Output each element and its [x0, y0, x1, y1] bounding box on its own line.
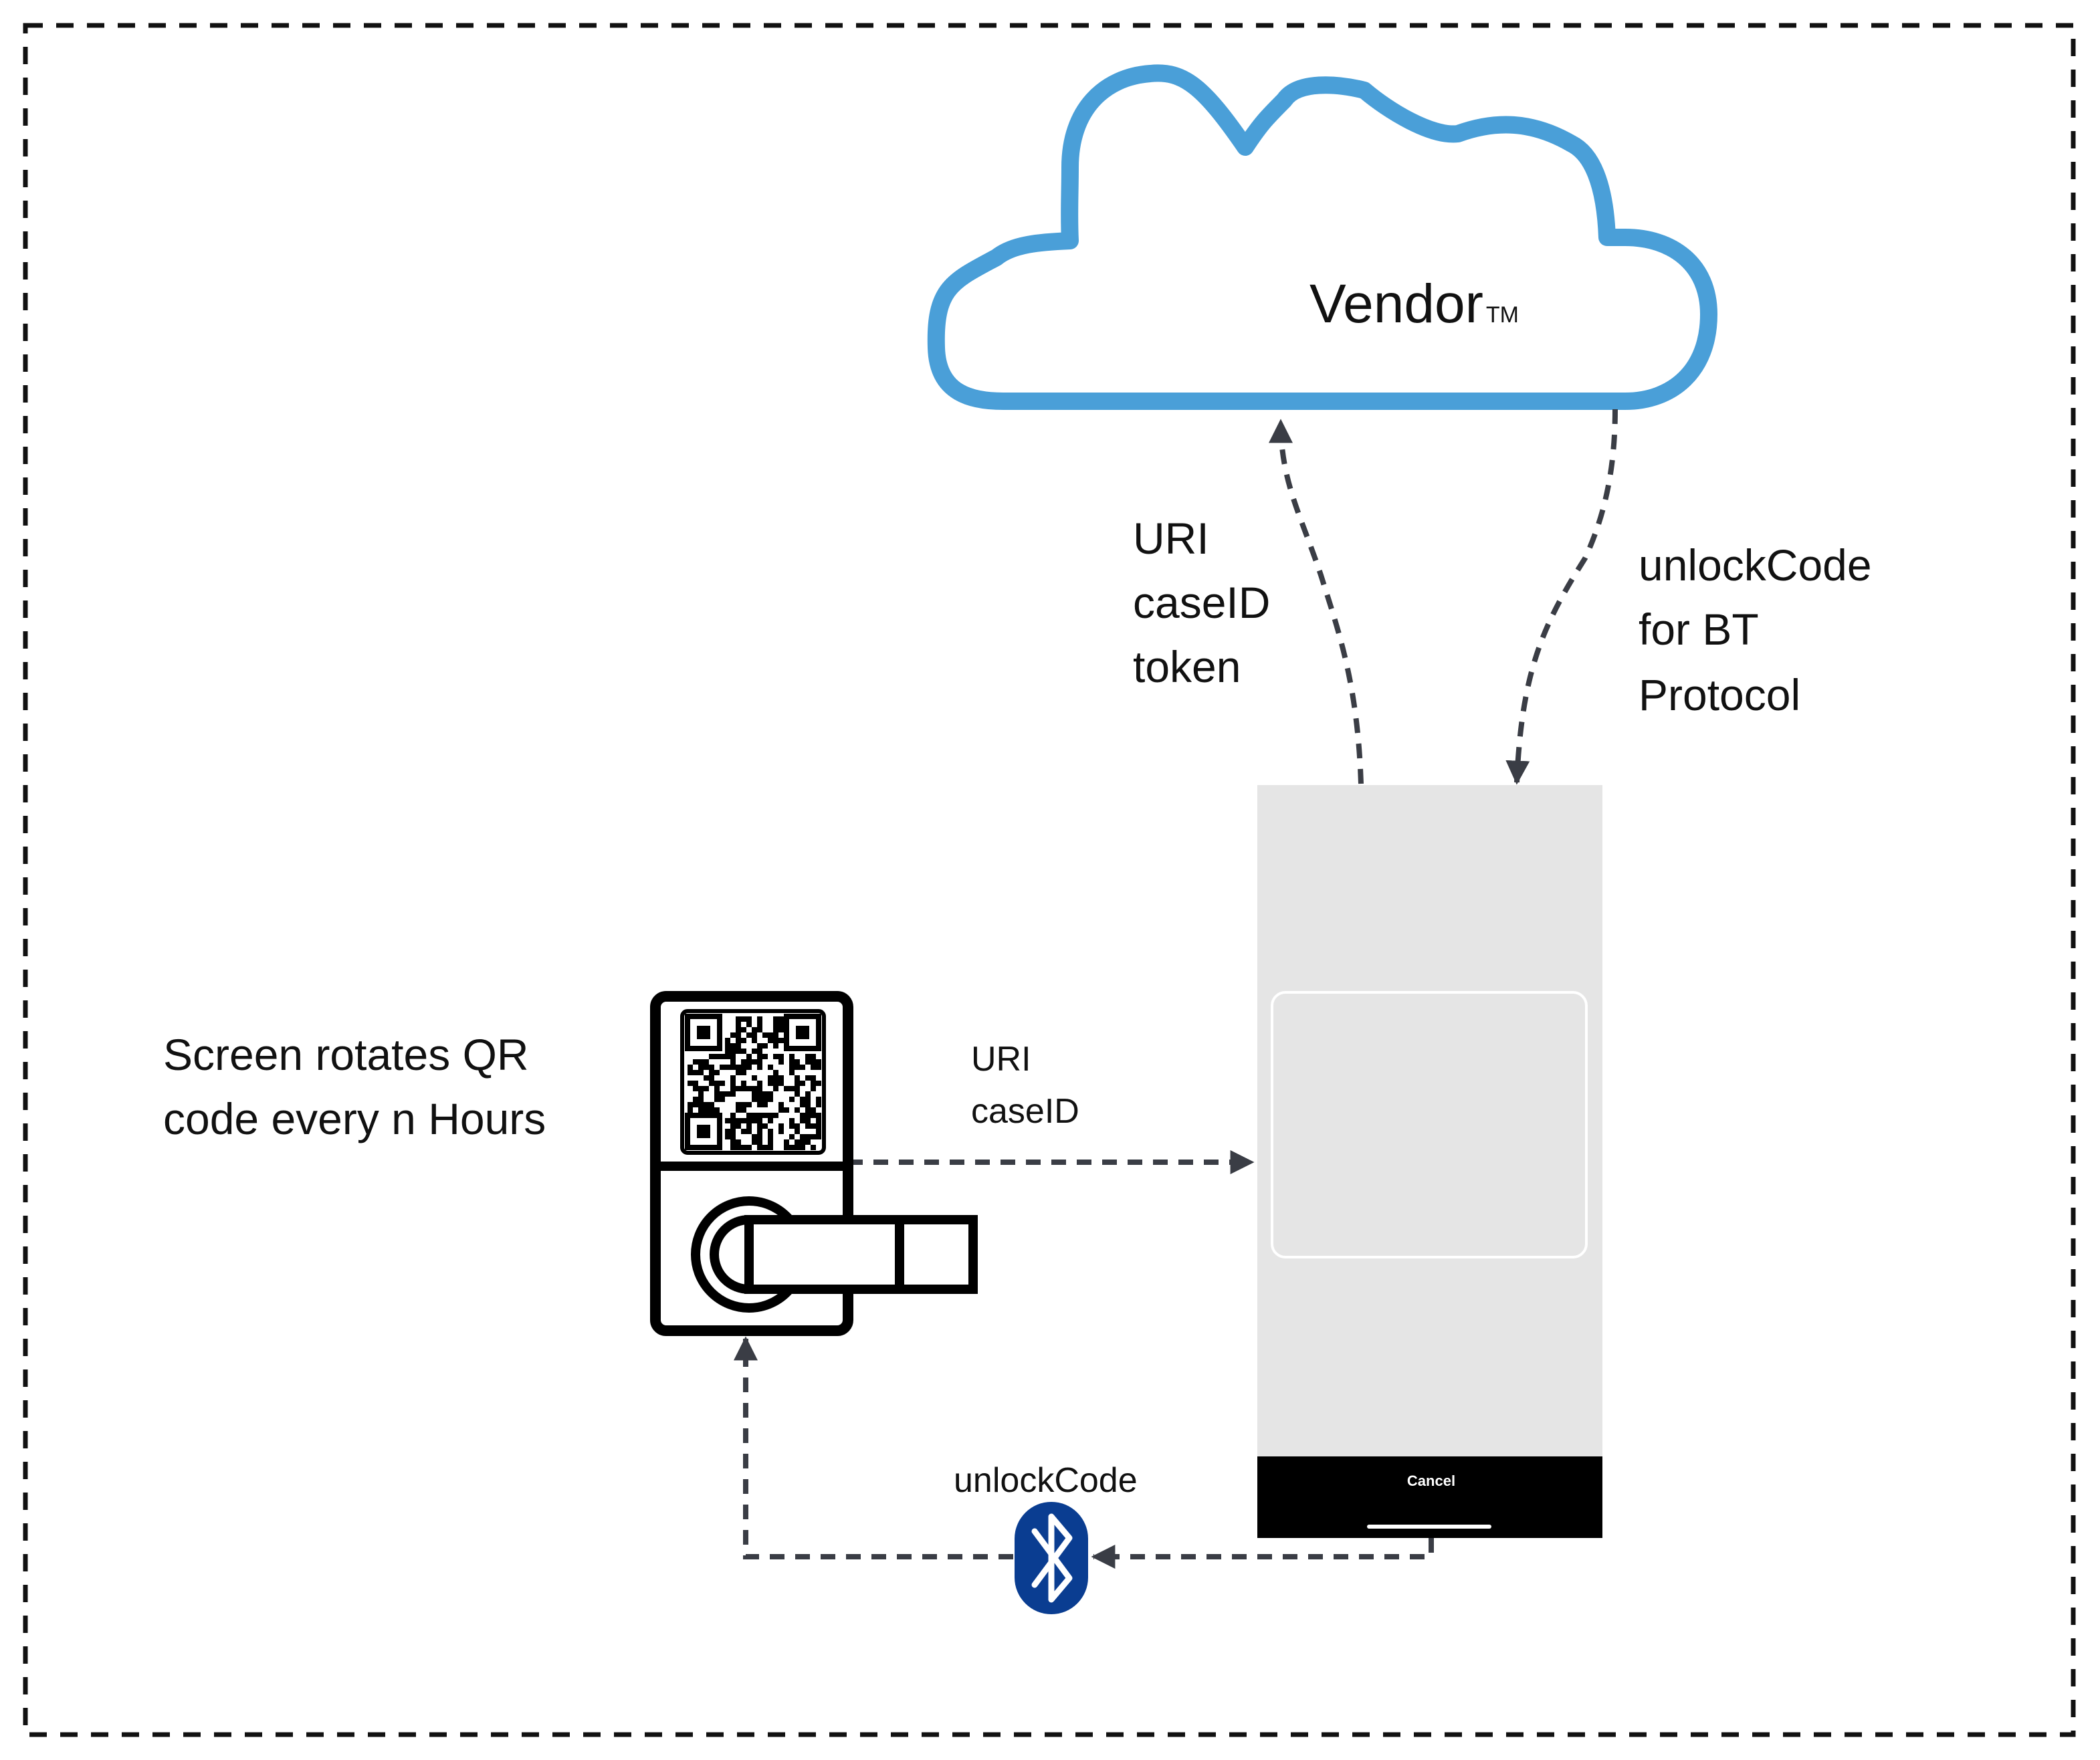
lock-handle — [744, 1215, 978, 1294]
qr-scan-label-uri: URI — [971, 1040, 1031, 1079]
bt-transfer-label: unlockCode — [954, 1461, 1138, 1500]
lock-note-line-2: code every n Hours — [163, 1094, 546, 1143]
cloud-icon — [927, 64, 1717, 410]
response-arrow-to-phone — [1505, 409, 1618, 785]
phone-camera-viewfinder — [1271, 991, 1588, 1258]
phone-cancel-bar[interactable] — [1257, 1456, 1602, 1538]
lock-note-line-1: Screen rotates QR — [163, 1030, 529, 1079]
phone-home-indicator — [1367, 1525, 1491, 1529]
qr-code-icon — [680, 1009, 826, 1155]
response-label-unlockcode: unlockCode — [1639, 540, 1872, 590]
vendor-name: Vendor — [1309, 273, 1483, 334]
phone-cancel-label[interactable]: Cancel — [1406, 1472, 1456, 1489]
response-label-for-bt: for BT — [1639, 604, 1759, 654]
vendor-trademark: TM — [1485, 302, 1519, 328]
bluetooth-icon — [1015, 1502, 1088, 1614]
request-arrow-to-cloud — [1269, 419, 1364, 784]
outer-frame — [23, 23, 2076, 1737]
bt-arrow-to-lock — [734, 1336, 1013, 1559]
bt-arrow-from-phone — [1091, 1538, 1434, 1569]
request-label-caseid: caseID — [1133, 578, 1271, 627]
request-label-uri: URI — [1133, 514, 1209, 563]
qr-scan-label-caseid: caseID — [971, 1092, 1079, 1131]
request-label-token: token — [1133, 642, 1241, 691]
response-label-protocol: Protocol — [1639, 670, 1801, 720]
